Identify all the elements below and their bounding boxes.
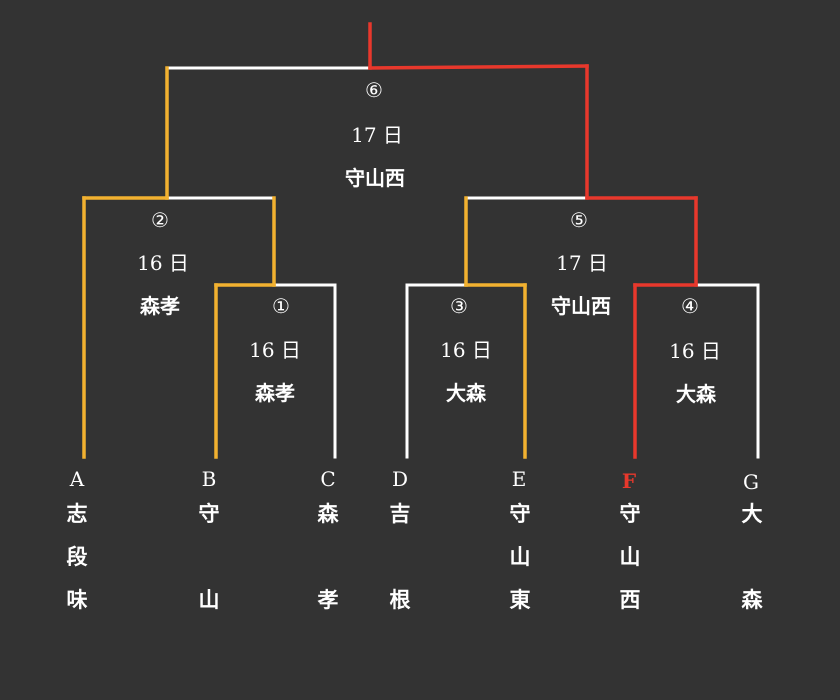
match-4-number: ④ — [681, 294, 699, 318]
team-c-char-3: 孝 — [317, 587, 339, 612]
match-3-venue: 大森 — [446, 381, 486, 405]
team-f-char-3: 西 — [619, 587, 641, 612]
match-3-number: ③ — [450, 294, 468, 318]
team-d-letter: D — [391, 467, 409, 491]
team-d-char-1: 吉 — [389, 501, 411, 526]
match-5-number: ⑤ — [570, 208, 588, 232]
match-2-number: ② — [151, 208, 169, 232]
match-1-date: 16 日 — [249, 338, 301, 362]
team-g-char-1: 大 — [741, 501, 763, 526]
match-4-date: 16 日 — [669, 339, 721, 363]
team-f-letter: F — [621, 469, 637, 493]
bracket-line-final-bar-right — [368, 64, 589, 70]
match-1-number: ① — [272, 294, 290, 318]
team-c-char-1: 森 — [317, 501, 339, 526]
team-a-letter: A — [69, 467, 85, 491]
match-5-venue: 守山西 — [551, 294, 611, 318]
match-6-date: 17 日 — [351, 123, 403, 147]
team-g-letter: G — [743, 470, 759, 494]
team-d-char-3: 根 — [389, 587, 411, 612]
team-e-char-1: 守 — [509, 501, 531, 526]
team-e-letter: E — [511, 467, 527, 491]
team-e-char-3: 東 — [509, 587, 531, 612]
team-g-char-3: 森 — [741, 587, 763, 612]
team-a-char-1: 志 — [66, 501, 88, 526]
team-b-letter: B — [201, 467, 217, 491]
match-2-date: 16 日 — [137, 251, 189, 275]
team-b-char-3: 山 — [198, 587, 220, 612]
match-2-venue: 森孝 — [140, 294, 180, 318]
team-a-char-2: 段 — [66, 544, 88, 569]
match-4-venue: 大森 — [676, 382, 716, 406]
team-f-char-2: 山 — [619, 544, 641, 569]
team-c-letter: C — [320, 467, 336, 491]
team-b-char-1: 守 — [198, 501, 220, 526]
team-f-char-1: 守 — [619, 501, 641, 526]
match-6-venue: 守山西 — [345, 166, 405, 190]
match-6-number: ⑥ — [365, 78, 383, 102]
match-3-date: 16 日 — [440, 338, 492, 362]
match-1-venue: 森孝 — [255, 381, 295, 405]
team-e-char-2: 山 — [509, 544, 531, 569]
match-5-date: 17 日 — [556, 251, 608, 275]
team-a-char-3: 味 — [66, 587, 88, 612]
